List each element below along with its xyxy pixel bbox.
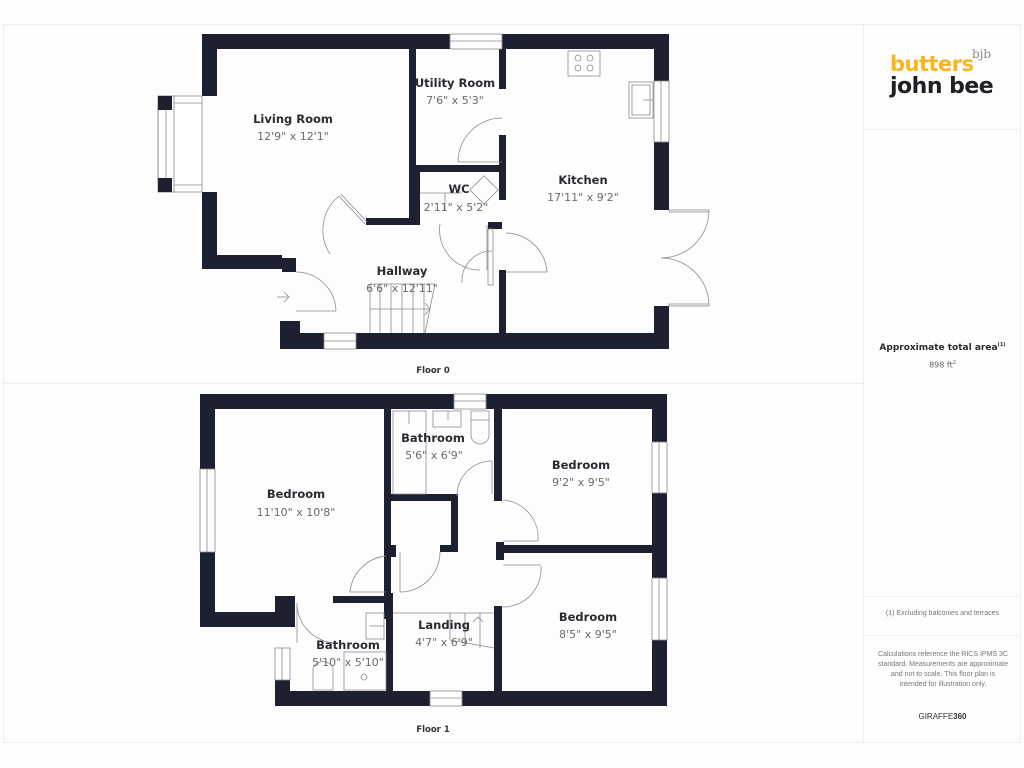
room-dim-kitchen: 17'11" x 9'2" xyxy=(547,191,619,204)
sidebar-separator xyxy=(864,596,1021,597)
disclaimer-text: Calculations reference the RICS IPMS 3C … xyxy=(878,651,1008,688)
floor-1-plan xyxy=(200,394,667,706)
logo-butters-text: butters xyxy=(890,52,974,76)
area-unit-sup: 2 xyxy=(952,360,956,366)
area-title: Approximate total area(1) xyxy=(864,342,1021,353)
area-title-text: Approximate total area xyxy=(879,343,998,353)
room-name-hallway: Hallway xyxy=(377,264,428,278)
logo-bjb-text: bjb xyxy=(972,47,992,61)
floor-0-plan xyxy=(202,34,669,349)
area-footnote-marker: (1) xyxy=(997,342,1006,348)
room-dim-bedroom-3: 8'5" x 9'5" xyxy=(559,628,617,641)
room-name-landing: Landing xyxy=(418,618,470,632)
brand-light-text: GIRAFFE xyxy=(918,712,954,721)
agency-logo: butters bjb john bee xyxy=(890,47,1000,102)
room-name-kitchen: Kitchen xyxy=(558,173,607,187)
room-dim-wc: 2'11" x 5'2" xyxy=(424,201,489,214)
room-dim-hallway: 6'6" x 12'11" xyxy=(366,282,438,295)
room-name-bathroom-1: Bathroom xyxy=(401,431,465,445)
sidebar-separator xyxy=(864,129,1021,130)
floor-0-fixtures xyxy=(157,33,710,350)
floor-1-label: Floor 1 xyxy=(416,725,450,735)
sidebar-separator xyxy=(864,635,1021,636)
area-value-text: 898 ft xyxy=(929,360,953,370)
room-dim-living-room: 12'9" x 12'1" xyxy=(257,130,329,143)
room-name-utility-room: Utility Room xyxy=(415,76,495,90)
room-dim-bathroom-2: 5'10" x 5'10" xyxy=(312,656,384,669)
room-dim-bathroom-1: 5'6" x 6'9" xyxy=(405,449,463,462)
info-sidebar: butters bjb john bee Approximate total a… xyxy=(863,24,1021,743)
room-name-bedroom-1: Bedroom xyxy=(267,487,325,501)
room-dim-utility-room: 7'6" x 5'3" xyxy=(426,94,484,107)
room-dim-bedroom-2: 9'2" x 9'5" xyxy=(552,476,610,489)
floor-plans: Living Room 12'9" x 12'1" Utility Room 7… xyxy=(157,33,710,735)
floor-0-label: Floor 0 xyxy=(416,366,450,376)
giraffe360-brand: GIRAFFE360 xyxy=(864,712,1021,721)
logo-john-bee-text: john bee xyxy=(890,74,994,99)
room-name-wc: WC xyxy=(448,182,469,196)
floor-divider xyxy=(3,383,863,384)
room-dim-bedroom-1: 11'10" x 10'8" xyxy=(257,506,336,519)
room-name-living-room: Living Room xyxy=(253,112,333,126)
room-name-bedroom-3: Bedroom xyxy=(559,610,617,624)
brand-bold-text: 360 xyxy=(953,712,967,721)
room-name-bedroom-2: Bedroom xyxy=(552,458,610,472)
room-name-bathroom-2: Bathroom xyxy=(316,638,380,652)
area-footnote: (1) Excluding balconies and terraces xyxy=(885,610,1000,617)
floor-1-fixtures xyxy=(199,393,668,707)
room-dim-landing: 4'7" x 6'9" xyxy=(415,636,473,649)
area-value: 898 ft2 xyxy=(864,360,1021,370)
